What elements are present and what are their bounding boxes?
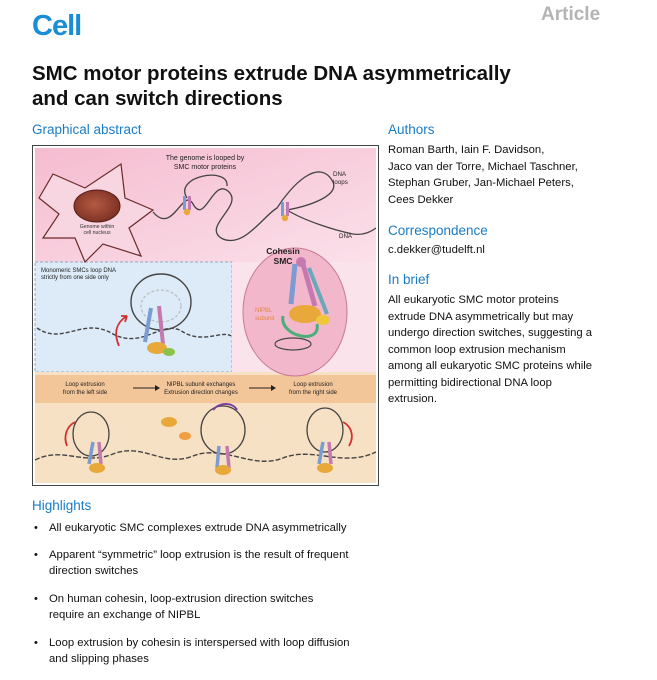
bottom-nipbl-exchange [161, 403, 238, 475]
in-brief-line-1: All eukaryotic SMC motor proteins [388, 294, 559, 306]
cohesin-label-line-2: SMC [274, 256, 293, 266]
monomeric-caption-line-1: Monomeric SMCs loop DNA [41, 268, 116, 274]
highlights-list: • All eukaryotic SMC complexes extrude D… [32, 516, 432, 667]
flow-arrow-1 [133, 385, 160, 391]
correspondence-email[interactable]: c.dekker@tudelft.nl [388, 244, 485, 256]
genome-caption-line-1: The genome is looped by [166, 155, 245, 162]
monomeric-caption-line-2: strictly from one side only [41, 275, 109, 281]
top-smc-complex-1 [183, 196, 191, 216]
bullet-icon: • [34, 549, 38, 561]
cohesin-label-line-1: Cohesin [266, 246, 300, 256]
in-brief-line-7: extrusion. [388, 393, 437, 405]
monomeric-direction-arrow [115, 315, 128, 347]
genome-caption-line-2: SMC motor proteins [174, 164, 237, 171]
in-brief-line-2: extrude DNA asymmetrically but may [388, 310, 574, 323]
highlight-2-line-2: direction switches [49, 565, 139, 577]
in-brief-line-6: permitting bidirectional DNA loop [388, 376, 552, 389]
highlight-4-line-1: Loop extrusion by cohesin is intersperse… [49, 637, 350, 649]
authors-list: Roman Barth, Iain F. Davidson, Jaco van … [388, 142, 578, 208]
bottom-smc-left [87, 441, 105, 473]
bullet-icon: • [34, 637, 38, 649]
authors-line-3: Stephan Gruber, Jan-Michael Peters, [388, 177, 574, 189]
nipbl-label-line-2: subunit [255, 316, 275, 322]
cell-logo: Cell [32, 10, 82, 42]
in-brief-line-5: among all eukaryotic SMC proteins while [388, 360, 593, 372]
graphical-abstract-figure: Genome within cell nucleus The genome is… [32, 145, 379, 486]
in-brief-line-4: common loop extrusion mechanism [388, 343, 566, 356]
bottom-smc-right [317, 441, 333, 473]
flow-right-line-2: from the right side [289, 390, 338, 396]
correspondence-heading: Correspondence [388, 223, 488, 238]
article-type-label: Article [541, 4, 601, 25]
highlight-item-1: • All eukaryotic SMC complexes extrude D… [32, 520, 432, 536]
authors-line-1: Roman Barth, Iain F. Davidson, [388, 144, 545, 156]
dna-label: DNA [339, 233, 353, 240]
paper-title: SMC motor proteins extrude DNA asymmetri… [32, 61, 632, 111]
bullet-icon: • [34, 522, 38, 534]
in-brief-heading: In brief [388, 272, 430, 287]
flow-arrow-2 [249, 385, 276, 391]
bottom-loop-middle [200, 405, 246, 455]
highlight-4-line-2: and slipping phases [49, 653, 149, 665]
bottom-arrow-right [342, 421, 353, 447]
highlight-3-line-2: require an exchange of NIPBL [49, 609, 201, 621]
highlight-3-line-1: On human cohesin, loop-extrusion directi… [49, 593, 314, 605]
in-brief-line-3: undergo direction switches, suggesting a [388, 327, 593, 339]
flow-right-line-1: Loop extrusion [293, 382, 332, 388]
title-line-2: and can switch directions [32, 87, 283, 110]
authors-line-4: Cees Dekker [388, 193, 454, 206]
highlight-item-4: • Loop extrusion by cohesin is intersper… [32, 635, 432, 667]
top-dna-loop [184, 174, 228, 199]
dna-loops-label-line-1: DNA [333, 171, 347, 178]
highlight-item-3: • On human cohesin, loop-extrusion direc… [32, 591, 432, 623]
top-dna-strand [152, 171, 377, 242]
monomeric-panel [34, 261, 233, 373]
graphical-abstract-heading: Graphical abstract [32, 122, 142, 137]
bottom-arrow-left [64, 421, 76, 447]
flow-left-line-2: from the left side [63, 390, 108, 396]
nucleus-shape [73, 189, 121, 223]
monomeric-arrow-head [121, 315, 128, 323]
highlights-heading: Highlights [32, 498, 92, 513]
nipbl-label-line-1: NIPBL [255, 308, 273, 314]
authors-line-2: Jaco van der Torre, Michael Taschner, [388, 160, 578, 173]
monomeric-dna-strand [36, 327, 232, 340]
highlight-2-line-1: Apparent “symmetric” loop extrusion is t… [49, 549, 349, 561]
nucleus-label-line-1: Genome within [80, 224, 115, 230]
title-line-1: SMC motor proteins extrude DNA asymmetri… [32, 62, 511, 85]
flow-left-line-1: Loop extrusion [65, 382, 104, 388]
bottom-loop-right [306, 407, 344, 453]
nucleus-label-line-2: cell nucleus [83, 230, 111, 236]
in-brief-text: All eukaryotic SMC motor proteins extrud… [388, 292, 592, 408]
top-smc-complex-2 [281, 202, 289, 222]
highlight-item-2: • Apparent “symmetric” loop extrusion is… [32, 547, 432, 579]
graphical-abstract-illustration: Genome within cell nucleus The genome is… [34, 148, 377, 483]
monomeric-inner-loop [140, 289, 182, 323]
authors-heading: Authors [388, 122, 435, 137]
highlight-1-line-1: All eukaryotic SMC complexes extrude DNA… [49, 522, 347, 534]
cohesin-smc-complex [274, 257, 330, 351]
flow-middle-line-1: NIPBL subunit exchanges [167, 382, 236, 388]
bullet-icon: • [34, 593, 38, 605]
flow-middle-line-2: Extrusion direction changes [164, 390, 238, 396]
flow-band [35, 375, 376, 403]
monomeric-smc-complex [143, 305, 175, 356]
dna-loops-label-line-2: loops [333, 179, 348, 186]
